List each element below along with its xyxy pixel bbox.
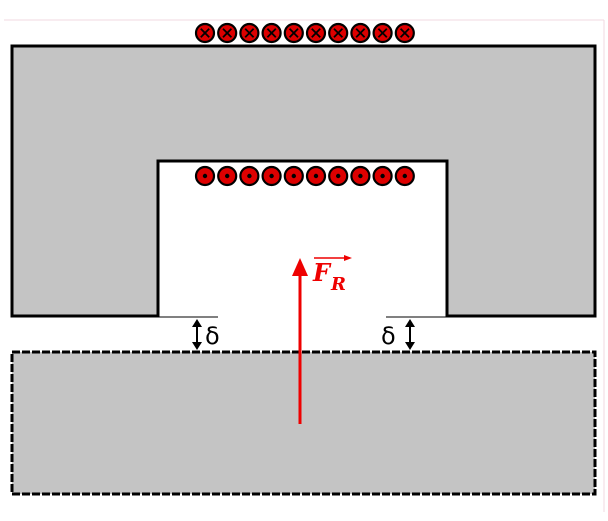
gap-right-arrow-up: [405, 319, 415, 327]
force-label-subscript: R: [330, 274, 346, 295]
armature-plate: [10, 350, 597, 496]
conductor-into-page-icon: [194, 22, 216, 44]
gap-indicator-right: δ: [381, 316, 447, 350]
force-label-main: F: [312, 258, 332, 287]
gap-left-arrow-down: [192, 342, 202, 350]
conductor-out-of-page-icon: [394, 165, 415, 187]
conductor-out-of-page-icon: [261, 165, 282, 187]
conductor-out-of-page-icon: [239, 165, 260, 187]
force-arrow-head: [292, 258, 308, 276]
conductor-out-of-page-icon: [217, 165, 238, 187]
coil-inner-row: [194, 165, 415, 187]
conductor-into-page-icon: [261, 22, 282, 44]
conductor-out-of-page-icon: [305, 165, 327, 187]
conductor-into-page-icon: [283, 22, 304, 44]
conductor-out-of-page-icon: [283, 165, 304, 187]
conductor-into-page-icon: [372, 22, 393, 44]
conductor-into-page-icon: [328, 22, 349, 44]
conductor-into-page-icon: [217, 22, 238, 44]
conductor-into-page-icon: [394, 22, 415, 44]
gap-left-arrow-up: [192, 319, 202, 327]
gap-left-delta-label: δ: [205, 322, 220, 350]
gap-indicator-left: δ: [158, 316, 220, 350]
conductor-out-of-page-icon: [350, 165, 371, 187]
gap-right-arrow-down: [405, 342, 415, 350]
conductor-into-page-icon: [305, 22, 327, 44]
conductor-out-of-page-icon: [328, 165, 349, 187]
conductor-out-of-page-icon: [372, 165, 393, 187]
conductor-into-page-icon: [350, 22, 371, 44]
force-label-vector-arrowhead: [344, 255, 352, 261]
gap-right-delta-label: δ: [381, 322, 396, 350]
force-vector: F R: [292, 255, 352, 424]
u-core: [10, 44, 597, 318]
coil-outer-row: [194, 22, 415, 44]
conductor-into-page-icon: [239, 22, 260, 44]
conductor-out-of-page-icon: [194, 165, 216, 187]
